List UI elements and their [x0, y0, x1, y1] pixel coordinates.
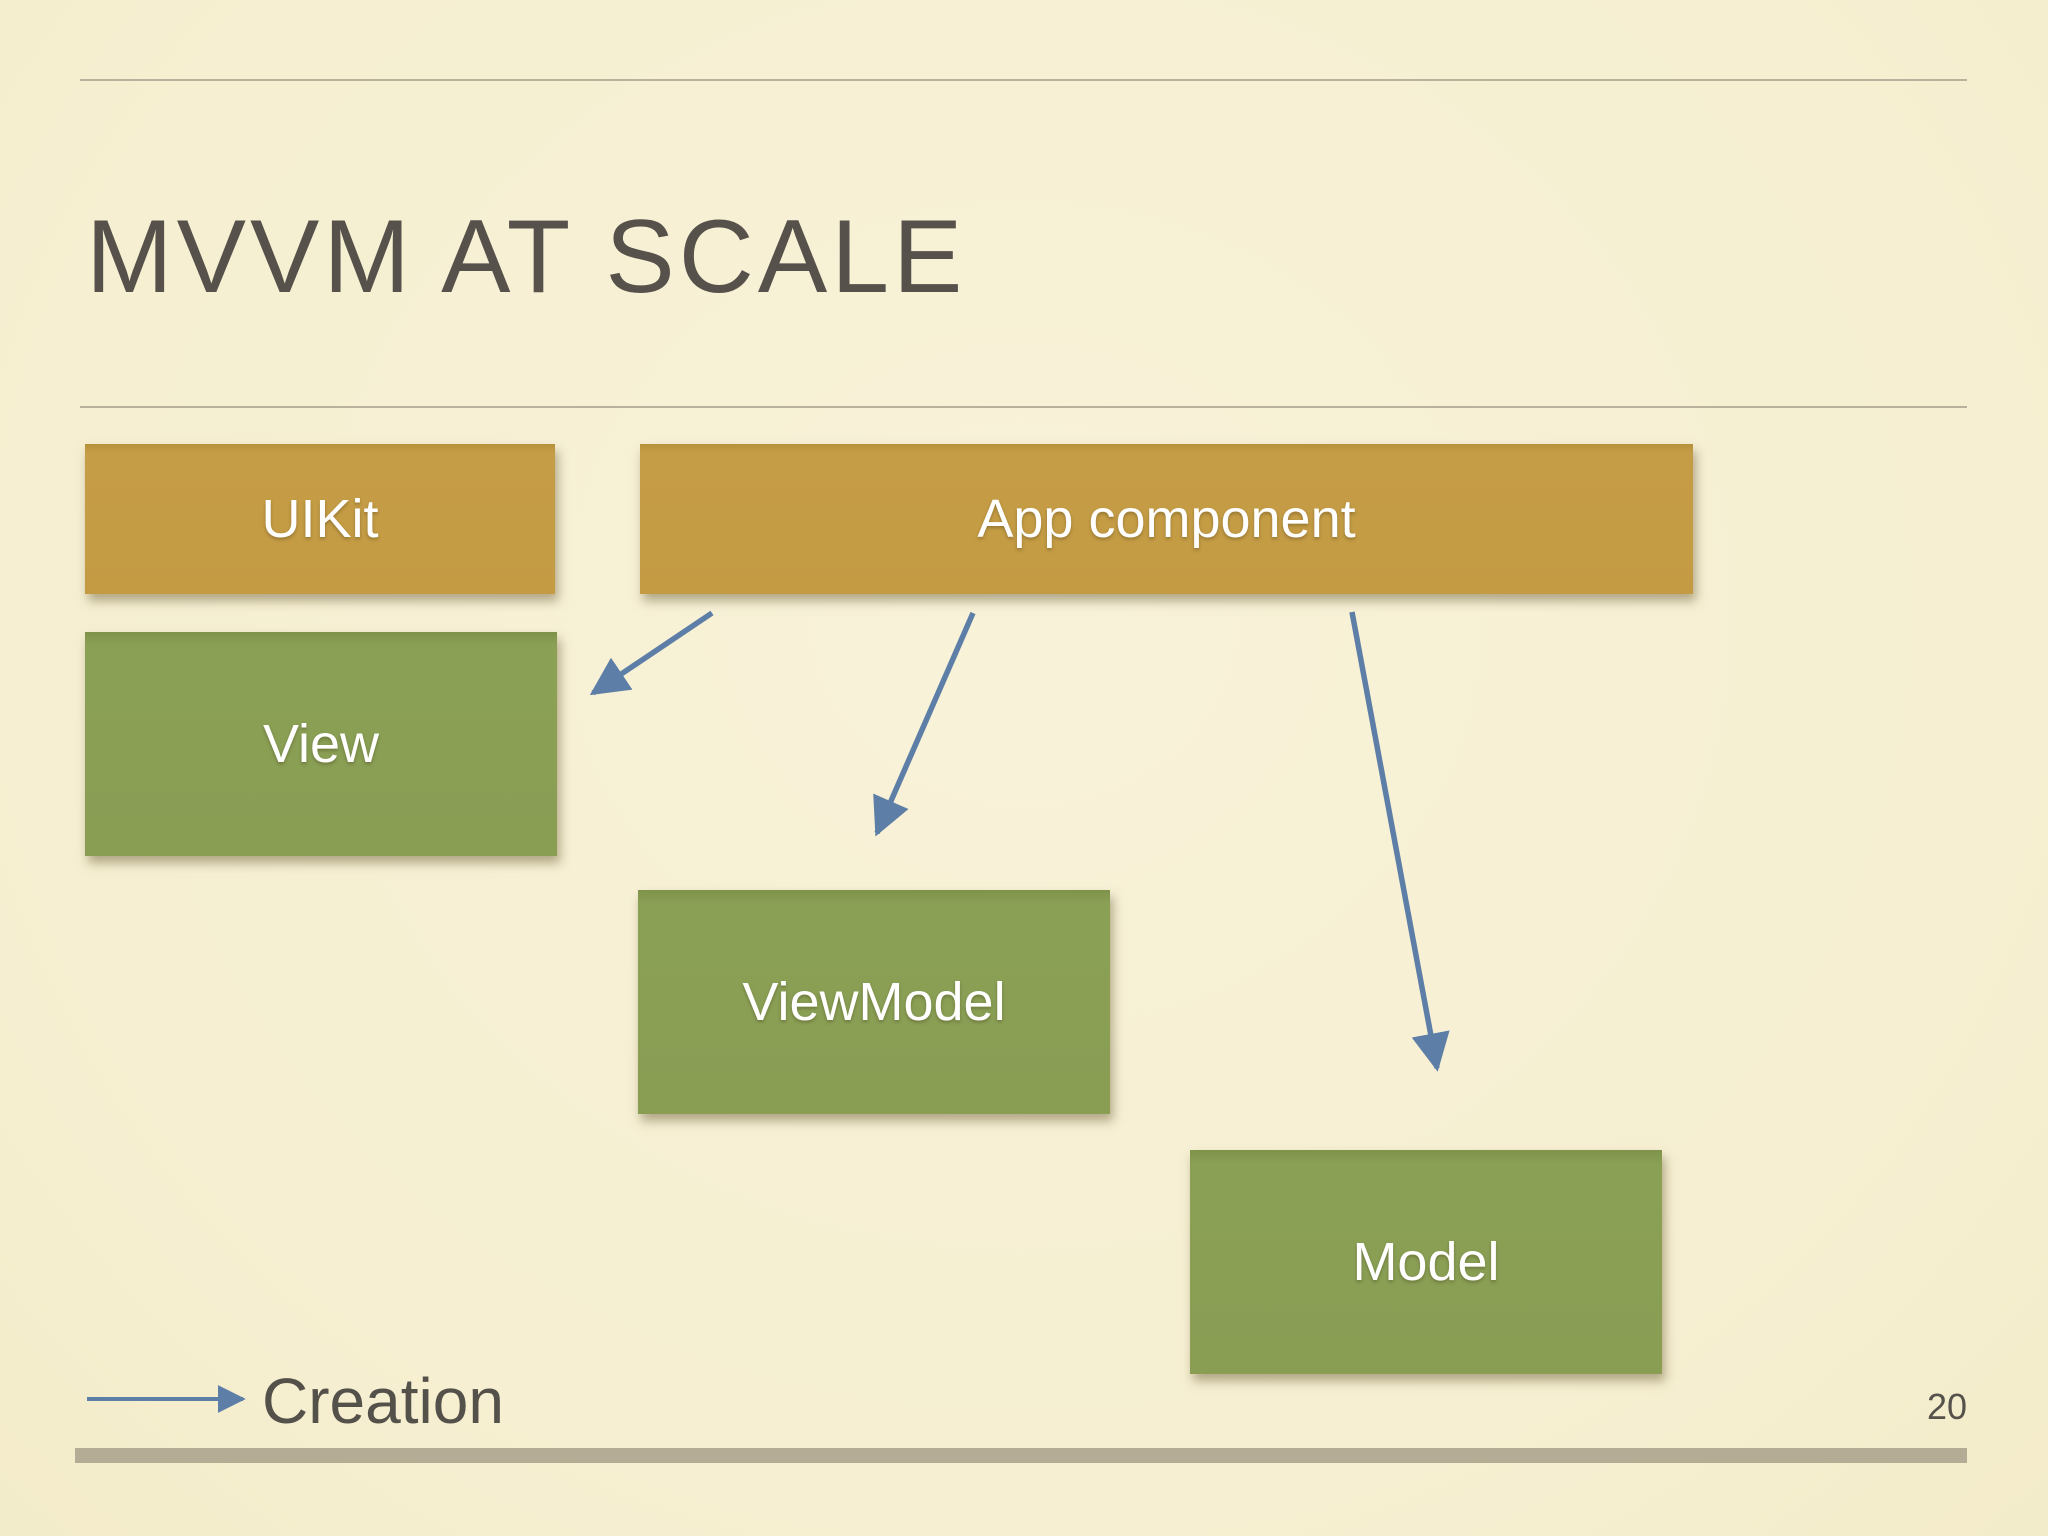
legend-creation-label: Creation — [262, 1365, 504, 1437]
diagram-node-viewmodel: ViewModel — [638, 890, 1110, 1114]
creation-arrow-to-view-icon — [589, 610, 714, 696]
node-label-app-component: App component — [977, 489, 1356, 549]
creation-arrow-to-viewmodel-icon — [873, 611, 976, 837]
creation-arrow-to-model-icon — [1349, 611, 1450, 1072]
bottom-bar — [75, 1448, 1967, 1463]
node-label-viewmodel: ViewModel — [742, 972, 1006, 1032]
top-rule — [80, 79, 1967, 81]
diagram-node-app-component: App component — [640, 444, 1693, 594]
diagram-node-model: Model — [1190, 1150, 1662, 1374]
node-label-model: Model — [1352, 1232, 1500, 1292]
page-number: 20 — [1926, 1386, 1967, 1427]
node-label-view: View — [262, 714, 380, 774]
diagram-node-view: View — [85, 632, 557, 856]
slide-title: MVVM AT SCALE — [86, 198, 967, 315]
node-label-uikit: UIKit — [261, 489, 379, 549]
diagram-node-uikit: UIKit — [85, 444, 555, 594]
title-underline-rule — [80, 406, 1967, 408]
